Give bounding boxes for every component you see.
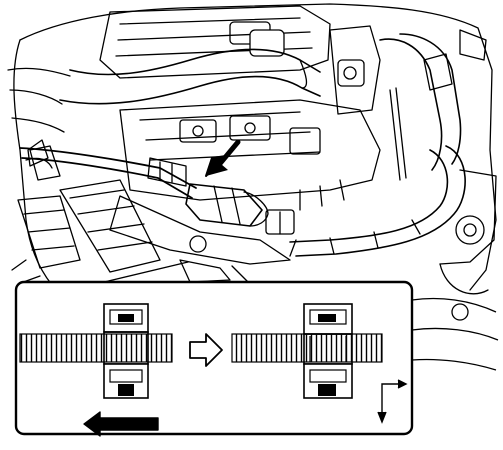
- upper-hose: [69, 48, 321, 76]
- detail-inset: [14, 280, 414, 437]
- hollow-right-arrow-icon: [189, 333, 223, 367]
- corner-arrow-icon: [377, 379, 408, 424]
- callout-leader-right: [231, 265, 249, 283]
- fuel-line: [19, 147, 197, 189]
- bold-left-arrow-icon: [83, 411, 159, 437]
- engine-outline: [19, 3, 497, 291]
- callout-leader-left: [95, 261, 189, 285]
- arrow-down-left-icon: [205, 139, 241, 177]
- clamp-before: [19, 303, 173, 399]
- radiator-hose: [289, 149, 449, 243]
- quick-connector: [185, 183, 263, 227]
- engine-bay-drawing: [7, 3, 497, 295]
- hose-corrugated-right: [231, 333, 383, 363]
- hose-corrugated-left: [19, 333, 173, 363]
- clamp-after: [231, 303, 383, 399]
- engine-edge-detail: [411, 297, 499, 371]
- intake-manifold: [119, 99, 381, 201]
- head-cover: [99, 5, 331, 79]
